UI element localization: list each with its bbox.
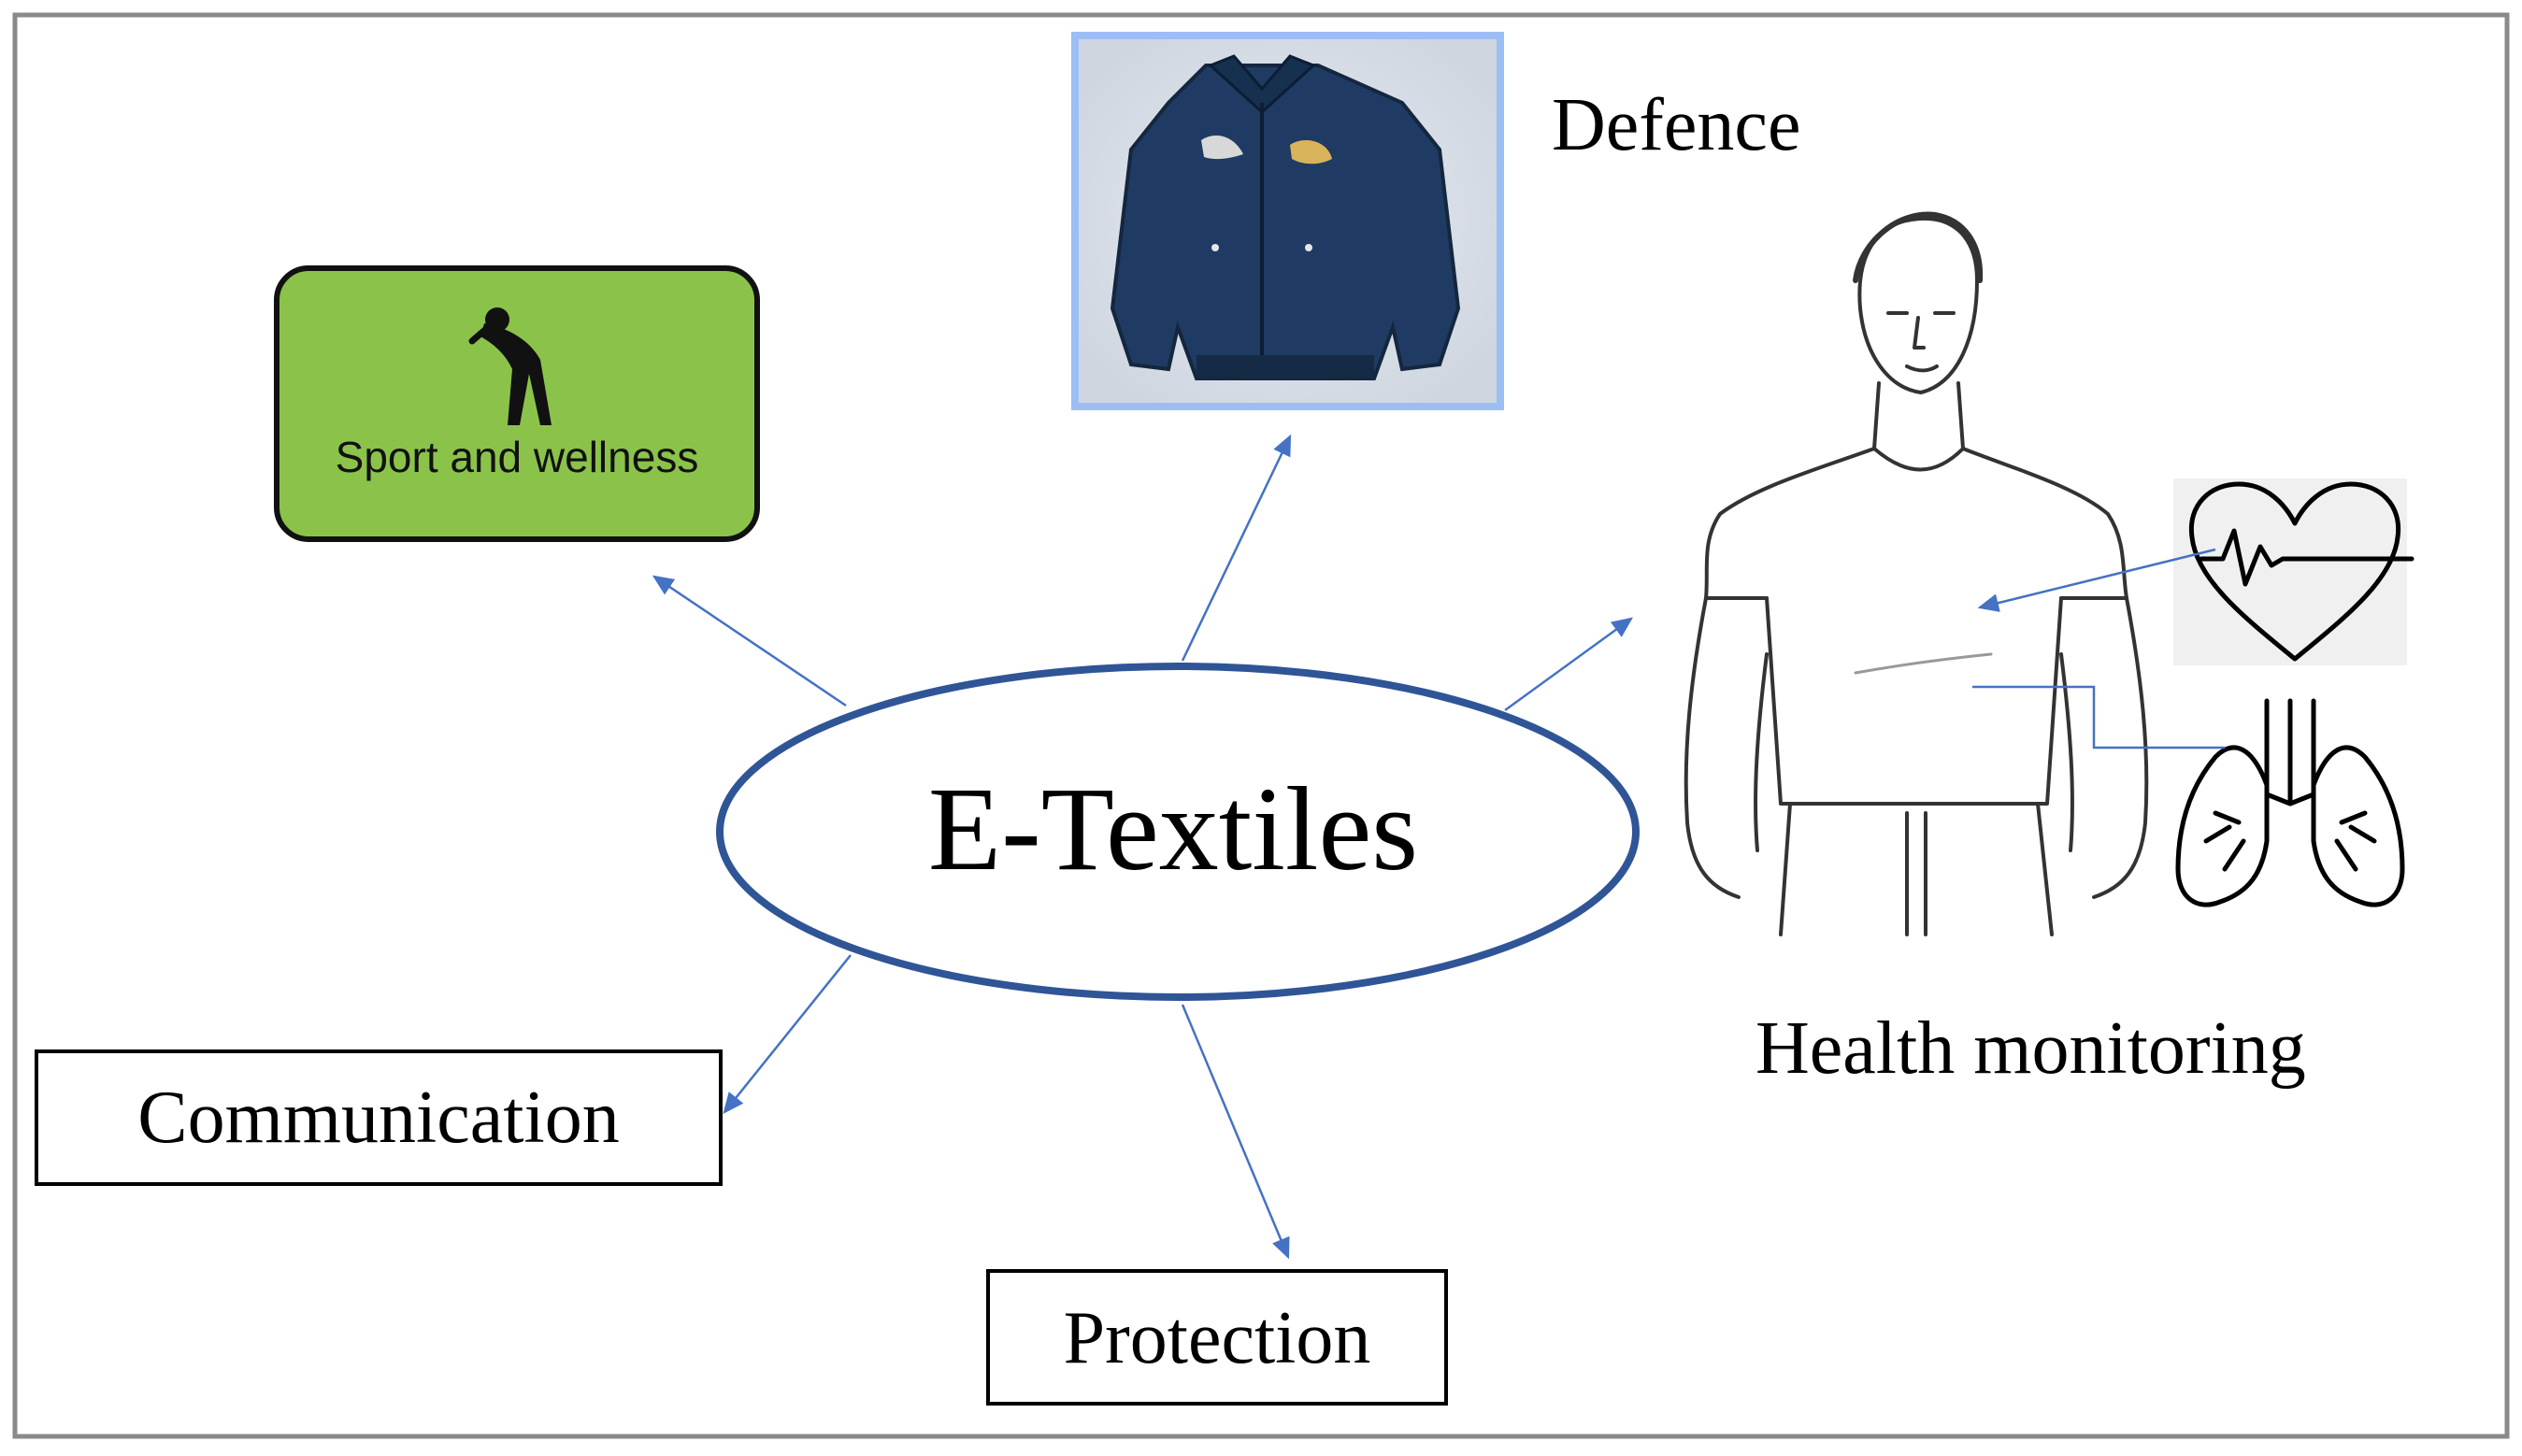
protection-label: Protection	[1064, 1297, 1371, 1379]
protection-box	[986, 1269, 1448, 1406]
health-connectors	[1972, 548, 2225, 749]
connector-arrows	[652, 434, 1634, 1260]
center-label: E-Textiles	[928, 763, 1418, 895]
sport-node: Sport and wellness	[274, 265, 760, 542]
communication-label: Communication	[137, 1077, 620, 1159]
health-node: Health monitoring	[1684, 211, 2415, 1090]
stretching-person-icon	[468, 307, 552, 425]
lungs-icon	[2175, 698, 2405, 907]
communication-box	[35, 1049, 723, 1186]
sport-label: Sport and wellness	[336, 433, 699, 481]
jacket-icon	[1110, 54, 1461, 380]
defence-node: Defence	[1071, 32, 1800, 410]
communication-node: Communication	[35, 1049, 723, 1186]
arrow-to-health	[1504, 617, 1634, 712]
arrow-to-communication	[723, 954, 852, 1114]
health-label: Health monitoring	[1755, 1007, 2306, 1090]
arrow-to-defence	[1181, 434, 1292, 662]
heart-icon-bg	[2173, 478, 2407, 665]
protection-node: Protection	[986, 1269, 1448, 1406]
arrow-to-protection	[1181, 1004, 1290, 1260]
center-ellipse	[716, 663, 1640, 1001]
heartbeat-icon	[2188, 481, 2415, 662]
arrow-to-sport	[652, 575, 847, 707]
center-node: E-Textiles	[716, 663, 1640, 1001]
human-figure-icon	[1684, 211, 2149, 936]
defence-label: Defence	[1552, 84, 1800, 166]
